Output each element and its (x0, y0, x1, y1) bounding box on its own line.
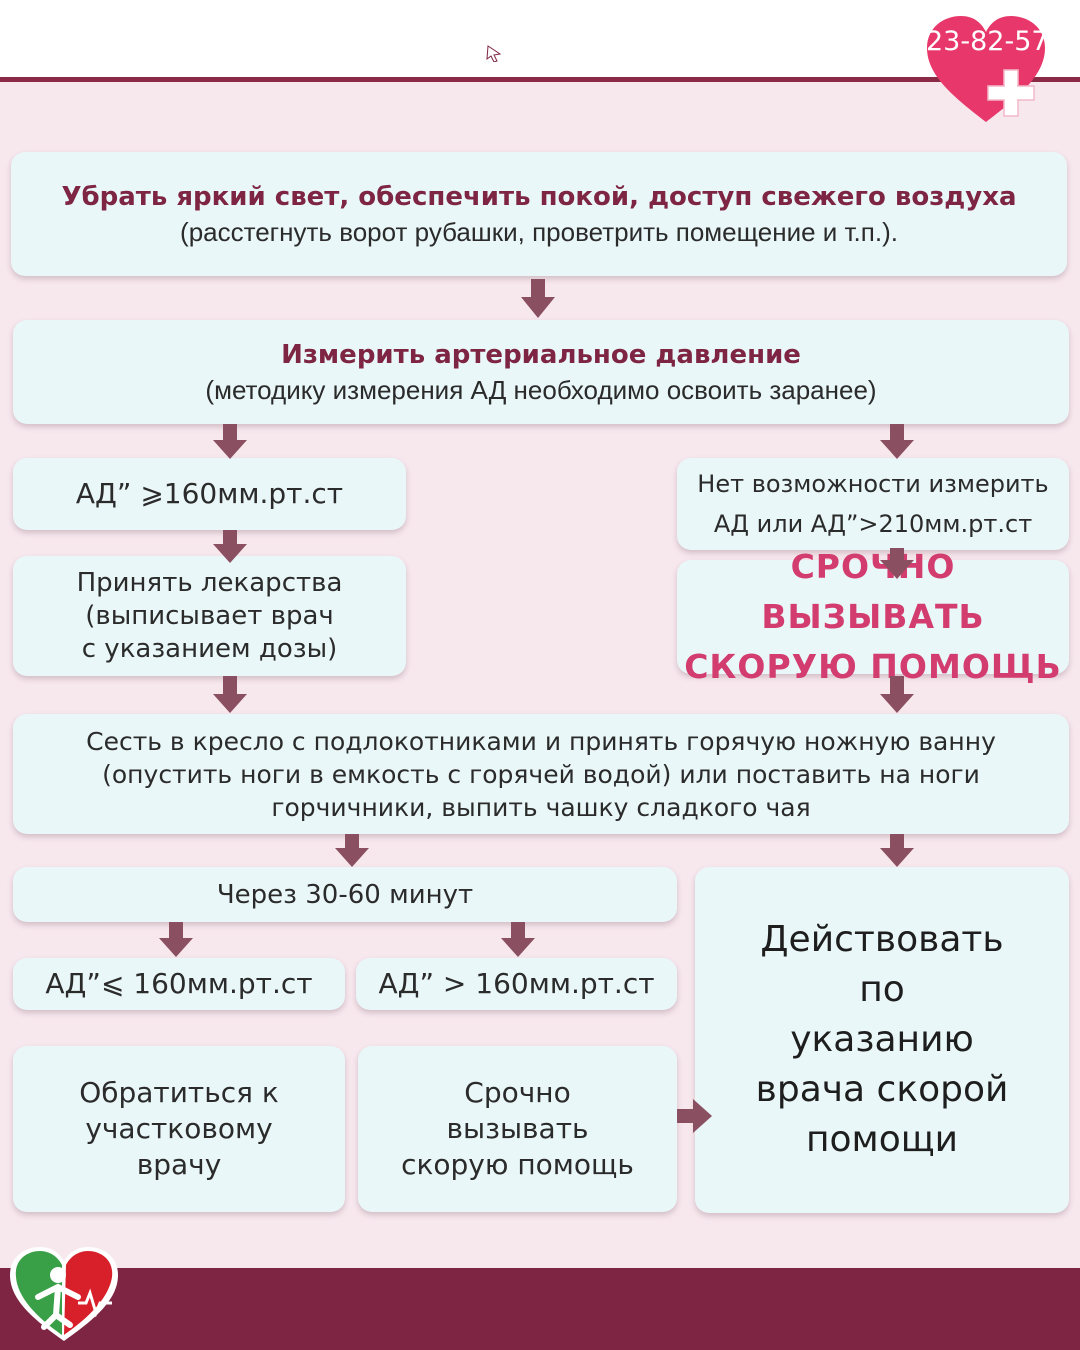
top-divider (0, 77, 1080, 82)
follow-doctor-line-4: врача скорой (755, 1069, 1009, 1110)
footer-vk[interactable]: vk vk.com/космр (124, 0, 364, 82)
footer (0, 1268, 1080, 1350)
see-doctor-line-1: Обратиться к (79, 1076, 279, 1109)
wait-label: Через 30-60 минут (216, 879, 474, 910)
arrow-down-icon (880, 424, 914, 459)
follow-doctor-line-2: по (859, 969, 905, 1010)
see-doctor-line-2: участковому (85, 1112, 273, 1145)
top-bar (0, 0, 1080, 78)
bp-unknown-line-2: АД или АД”>210мм.рт.ст (713, 510, 1033, 538)
step-reduce-light-title: Убрать яркий свет, обеспечить покой, дос… (61, 182, 1017, 212)
call-ambulance-line-2: вызывать (446, 1112, 589, 1145)
heart-plus-icon (927, 16, 1045, 122)
step-measure-pressure-title: Измерить артериальное давление (281, 340, 801, 370)
take-medicine-line-1: Принять лекарства (76, 567, 343, 598)
bp-high-box: АД” > 160мм.рт.ст (356, 958, 677, 1010)
bp-low-box: АД”⩽ 160мм.рт.ст (13, 958, 345, 1010)
urgent-call-box: СРОЧНО ВЫЗЫВАТЬ СКОРУЮ ПОМОЩЬ (677, 547, 1069, 686)
step-reduce-light-box: Убрать яркий свет, обеспечить покой, дос… (11, 152, 1067, 276)
bp-high-160-box: АД” ⩾160мм.рт.ст (13, 458, 406, 530)
arrow-down-icon (335, 834, 369, 867)
vk-icon: vk (125, 22, 163, 60)
arrow-right-icon (677, 1099, 712, 1133)
arrow-down-icon (880, 676, 914, 713)
take-medicine-box: Принять лекарства (выписывает врач с ука… (13, 556, 406, 676)
follow-doctor-line-5: помощи (805, 1119, 959, 1160)
globe-icon (462, 22, 502, 62)
footer-site[interactable]: med-prof.kurgan-med.ru (460, 0, 840, 82)
arrow-down-icon (880, 834, 914, 867)
phone-icon (879, 22, 917, 60)
footbath-line-1: Сесть в кресло с подлокотниками и принят… (86, 726, 996, 756)
urgent-call-line-2: СКОРУЮ ПОМОЩЬ (684, 647, 1062, 686)
footer-vk-link[interactable]: vk.com/космр (172, 25, 365, 57)
footbath-line-3: горчичники, выпить чашку сладкого чая (271, 792, 811, 822)
svg-text:vk: vk (134, 33, 155, 51)
follow-doctor-line-3: указанию (790, 1019, 974, 1060)
arrow-down-icon (213, 530, 247, 563)
footer-phone[interactable]: 23-82-57 (878, 0, 1049, 82)
take-medicine-line-2: (выписывает врач (85, 600, 334, 631)
bp-low-label: АД”⩽ 160мм.рт.ст (45, 967, 313, 1000)
take-medicine-line-3: с указанием дозы) (81, 633, 338, 664)
urgent-call-line-1: СРОЧНО ВЫЗЫВАТЬ (761, 547, 985, 636)
bp-unknown-line-1: Нет возможности измерить (697, 470, 1049, 498)
call-ambulance-line-3: скорую помощь (401, 1148, 634, 1181)
footbath-line-2: (опустить ноги в емкость с горячей водой… (102, 759, 980, 789)
footer-phone-number[interactable]: 23-82-57 (926, 25, 1049, 57)
step-measure-pressure-subtitle: (методику измерения АД необходимо освоит… (205, 375, 877, 405)
arrow-down-icon (501, 922, 535, 957)
step-reduce-light-subtitle: (расстегнуть ворот рубашки, проветрить п… (180, 217, 898, 247)
follow-doctor-box: Действовать по указанию врача скорой пом… (695, 867, 1069, 1213)
arrow-down-icon (880, 548, 914, 579)
bp-unknown-box: Нет возможности измерить АД или АД”>210м… (677, 458, 1069, 550)
call-ambulance-box: Срочно вызывать скорую помощь (358, 1046, 677, 1212)
arrow-down-icon (159, 922, 193, 957)
step-measure-pressure-box: Измерить артериальное давление (методику… (13, 320, 1069, 424)
arrow-down-icon (521, 279, 555, 318)
call-ambulance-line-1: Срочно (464, 1076, 571, 1109)
footer-site-link[interactable]: med-prof.kurgan-med.ru (510, 25, 841, 57)
heart-runner-logo (10, 1247, 118, 1341)
follow-doctor-line-1: Действовать (760, 919, 1004, 960)
arrow-down-icon (213, 424, 247, 459)
see-doctor-box: Обратиться к участковому врачу (13, 1046, 345, 1212)
arrow-down-icon (213, 676, 247, 713)
wait-box: Через 30-60 минут (13, 867, 677, 922)
bp-high-label: АД” > 160мм.рт.ст (378, 967, 655, 1000)
bp-high-160-label: АД” ⩾160мм.рт.ст (75, 477, 344, 510)
footbath-box: Сесть в кресло с подлокотниками и принят… (13, 714, 1069, 834)
see-doctor-line-3: врачу (136, 1148, 222, 1181)
